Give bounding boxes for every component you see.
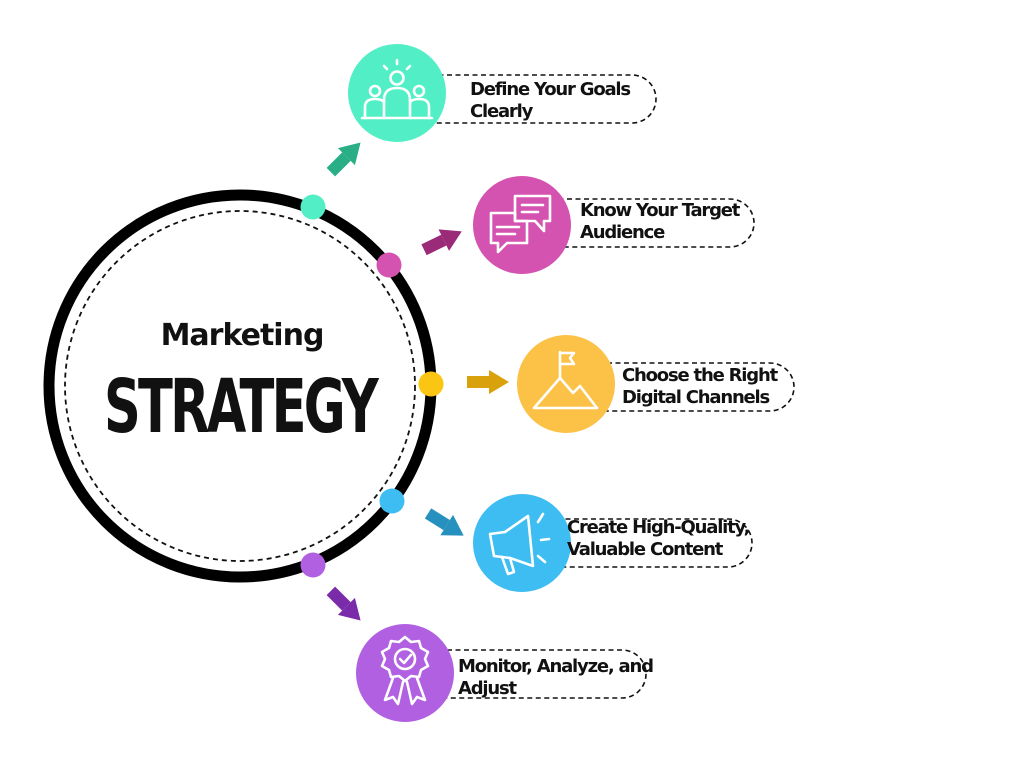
megaphone-icon bbox=[488, 512, 551, 576]
icon-circle bbox=[473, 176, 571, 274]
connector-dot bbox=[418, 371, 444, 397]
icon-circle bbox=[473, 494, 571, 592]
arrow-head bbox=[438, 229, 462, 251]
connector-dot bbox=[376, 252, 402, 278]
arrow-head bbox=[337, 142, 361, 166]
step-label: Monitor, Analyze, and bbox=[458, 656, 653, 677]
icon-circle bbox=[356, 624, 454, 722]
central-ring: Marketing STRATEGY bbox=[43, 189, 437, 583]
step-label: Adjust bbox=[458, 678, 518, 699]
step-label: Audience bbox=[580, 222, 665, 243]
step-label: Choose the Right bbox=[622, 365, 779, 386]
step-label: Clearly bbox=[470, 101, 534, 122]
step-label: Create High-Quality, bbox=[567, 517, 749, 538]
step-label-line-2: Clearly bbox=[470, 101, 534, 122]
label-pill bbox=[540, 518, 753, 568]
chat-bubbles-icon bbox=[489, 194, 552, 254]
step-label-line-2: Valuable Content bbox=[567, 539, 724, 560]
step-label-line-1: Monitor, Analyze, and bbox=[458, 656, 653, 677]
step-monitor-adjust: Monitor, Analyze, and Adjust bbox=[300, 552, 654, 722]
arrow-shaft bbox=[424, 508, 450, 531]
step-create-content: Create High-Quality, Valuable Content bbox=[379, 488, 753, 592]
step-label-line-1: Know Your Target bbox=[580, 200, 741, 221]
arrow-head bbox=[440, 514, 464, 536]
award-badge-icon bbox=[380, 635, 430, 706]
connector-dot bbox=[379, 488, 405, 514]
label-pill bbox=[430, 649, 647, 699]
step-label: Define Your Goals bbox=[470, 79, 630, 100]
label-pill bbox=[590, 362, 795, 412]
arrow bbox=[326, 142, 361, 177]
mountain-flag-icon bbox=[532, 350, 599, 410]
arrow bbox=[467, 370, 509, 394]
connector-dot bbox=[300, 552, 326, 578]
arrow-head bbox=[337, 597, 361, 621]
step-label: Digital Channels bbox=[622, 387, 770, 408]
step-know-audience: Know Your Target Audience bbox=[376, 176, 755, 278]
step-label: Know Your Target bbox=[580, 200, 741, 221]
arrow bbox=[326, 586, 361, 621]
arrow bbox=[421, 229, 462, 256]
arrow-shaft bbox=[326, 152, 351, 177]
arrow-head bbox=[489, 370, 509, 394]
arrow-shaft bbox=[421, 234, 447, 256]
step-label-line-1: Define Your Goals bbox=[470, 79, 630, 100]
step-label: Valuable Content bbox=[567, 539, 724, 560]
arrow bbox=[424, 508, 464, 536]
step-label-line-2: Digital Channels bbox=[622, 387, 770, 408]
center-title: STRATEGY bbox=[104, 364, 380, 450]
people-group-icon bbox=[360, 58, 434, 120]
center-subtitle: Marketing bbox=[161, 318, 324, 353]
step-label-line-2: Audience bbox=[580, 222, 665, 243]
step-define-goals: Define Your Goals Clearly bbox=[300, 44, 657, 220]
step-choose-channels: Choose the Right Digital Channels bbox=[418, 335, 795, 433]
step-label-line-2: Adjust bbox=[458, 678, 518, 699]
step-label-line-1: Choose the Right bbox=[622, 365, 779, 386]
label-pill bbox=[430, 74, 657, 124]
step-label-line-1: Create High-Quality, bbox=[567, 517, 749, 538]
arrow-shaft bbox=[326, 586, 351, 611]
arrow-shaft bbox=[467, 376, 489, 388]
label-pill bbox=[550, 198, 755, 248]
connector-dot bbox=[300, 194, 326, 220]
inner-dashed-ring bbox=[64, 210, 416, 562]
